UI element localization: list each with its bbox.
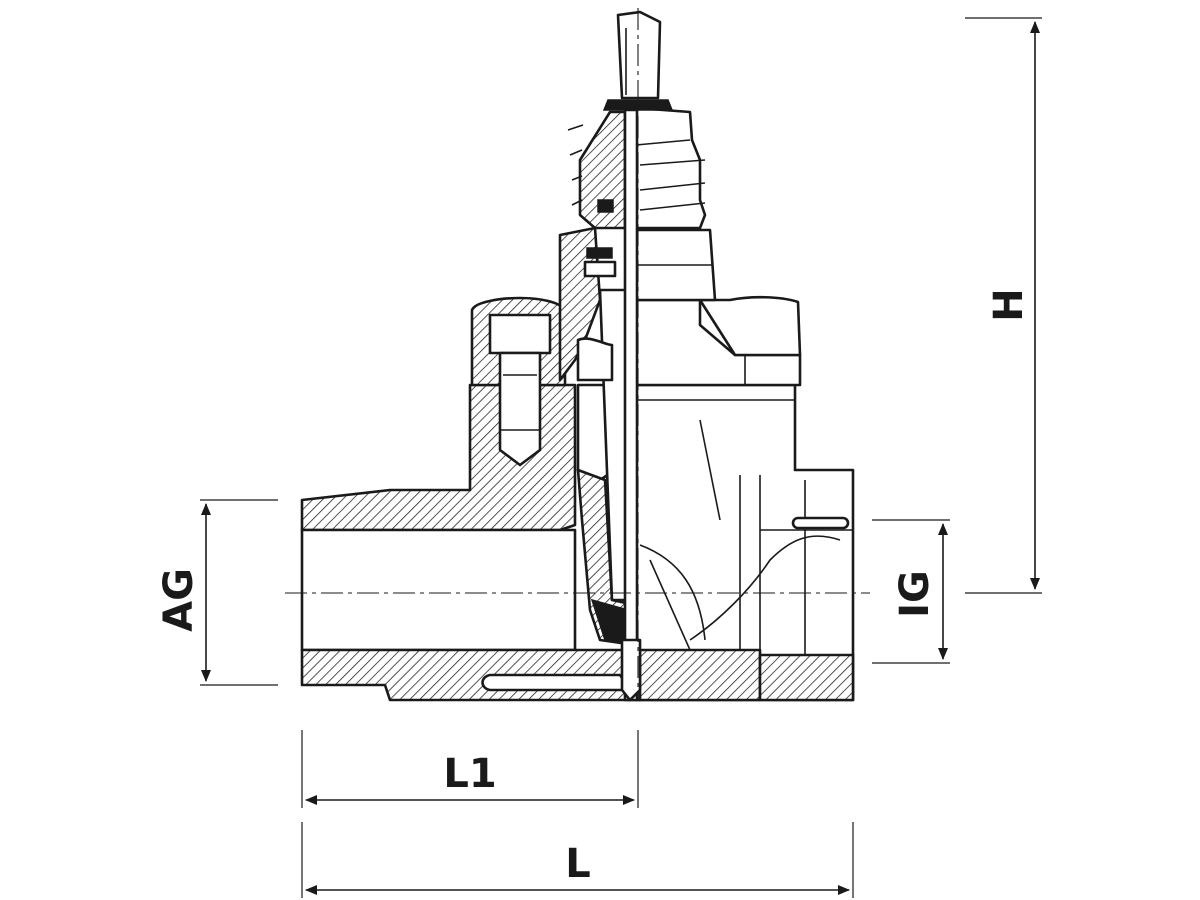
dimension-l (301, 822, 854, 898)
dimension-ag (200, 499, 278, 686)
dimension-l1 (301, 730, 639, 808)
valve-body-left (300, 108, 855, 702)
valve-body-right (602, 10, 855, 702)
label-l1: L1 (443, 751, 496, 797)
dimension-h (965, 17, 1042, 594)
label-ig: IG (892, 570, 938, 618)
label-l: L (565, 841, 591, 887)
label-ag: AG (156, 568, 202, 632)
dimension-ig (872, 519, 950, 664)
label-h: H (986, 288, 1032, 321)
